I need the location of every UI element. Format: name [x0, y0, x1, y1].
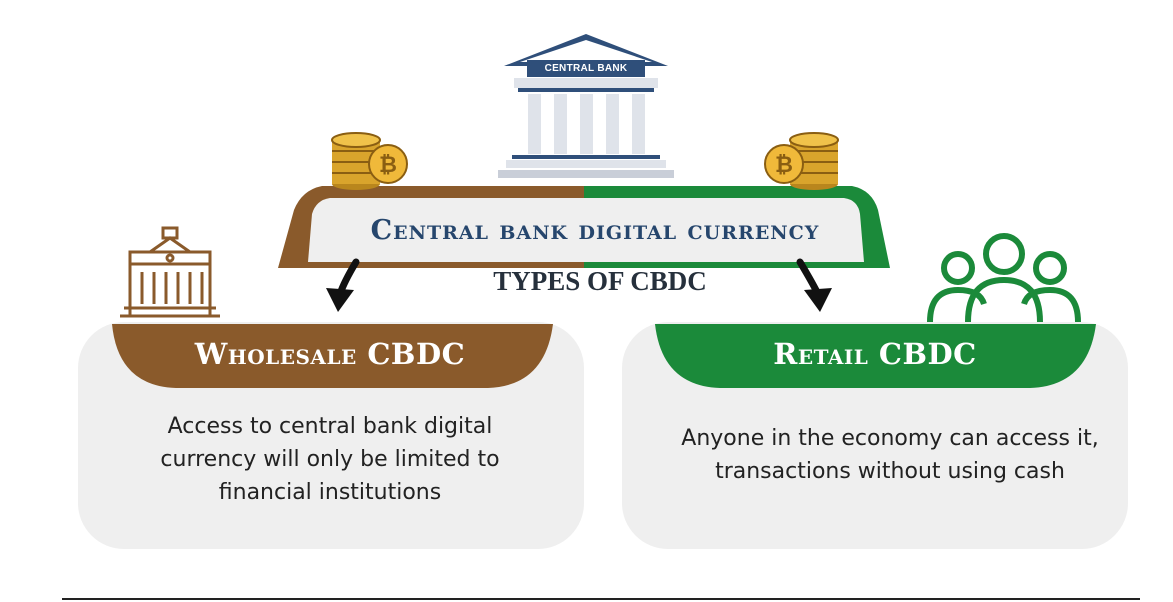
retail-heading-band: [655, 324, 1096, 388]
central-bank-building-icon: [498, 34, 674, 178]
title-banner-inner: [308, 198, 864, 262]
financial-institution-building-icon: [120, 226, 220, 318]
wholesale-heading-band: [112, 324, 553, 388]
wholesale-cbdc-description: Access to central bank digital currency …: [160, 414, 500, 505]
central-bank-label: CENTRAL BANK: [544, 63, 628, 74]
types-heading: TYPES OF CBDC: [493, 265, 707, 296]
main-title: Central bank digital currency: [370, 214, 820, 246]
bitcoin-coin-stack-left-icon: ₿: [331, 132, 408, 190]
wholesale-cbdc-title: Wholesale CBDC: [194, 337, 466, 371]
people-group-icon: [927, 233, 1081, 323]
retail-cbdc-title: Retail CBDC: [773, 337, 977, 371]
svg-text:₿: ₿: [775, 153, 793, 178]
retail-cbdc-description: Anyone in the economy can access it, tra…: [681, 426, 1099, 484]
bitcoin-coin-stack-right-icon: ₿: [764, 132, 839, 190]
arrow-to-wholesale-icon: [326, 258, 360, 312]
svg-text:₿: ₿: [379, 153, 397, 178]
arrow-to-retail-icon: [796, 258, 832, 312]
